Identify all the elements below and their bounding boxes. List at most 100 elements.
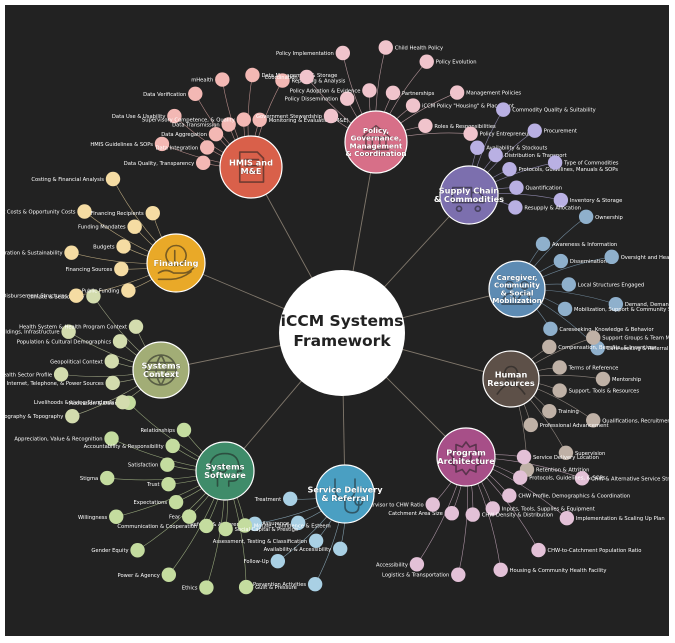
leaf-node: Morale, Confidence & Esteem [237,518,331,533]
hub-label-context: Systems [142,361,181,371]
leaf-label: Availability & Accessibility [264,547,332,553]
leaf-node: Mentorship [595,371,642,387]
leaf-dot [574,471,590,486]
leaf-dot [112,334,128,349]
leaf-label: Coordination [265,75,298,81]
leaf-label: Out-of-Pocket Costs & Opportunity Costs [5,209,76,215]
leaf-label: Geography & Topography [5,414,63,420]
leaf-dot [362,83,377,98]
leaf-label: Satisfaction [128,463,158,469]
leaf-node: Duration & Sustainability [5,245,79,260]
hub-label-program: Program [446,448,486,458]
leaf-dot [208,126,224,142]
leaf-node: Ethics [182,580,214,595]
leaf-dot [578,209,594,224]
leaf-dot [105,375,120,391]
leaf-dot [485,501,500,516]
leaf-dot [444,506,460,521]
hub-nodes: HMIS andM&EPolicy,Governance,Management&… [132,110,546,524]
leaf-label: Child Health Policy [395,46,443,52]
leaf-node: Geography & Topography [5,408,80,424]
leaf-dot [161,476,176,492]
leaf-node: Financing Recipients [91,205,160,221]
leaf-dot [127,219,142,234]
leaf-dot [283,491,298,506]
leaf-dot [385,85,401,101]
hub-label-context: Context [143,369,179,379]
leaf-node: Careseeking, Knowledge & Behavior [543,321,655,337]
leaf-node: Protocols, Guidelines, Manuals & SOPs [502,162,618,177]
leaf-dot [451,567,466,582]
hub-label-supply: & Commodities [434,194,504,204]
leaf-dot [323,108,339,124]
leaf-node: Health Sector Profile [5,367,69,382]
leaf-label: Protocols, Guidelines, Manuals & SOPs [518,167,618,173]
leaf-node: Commodity Quality & Suitability [496,102,596,117]
leaf-label: Financing Sources [65,267,112,273]
leaf-dot [465,507,480,522]
leaf-label: Assessment, Testing & Classification [213,539,307,545]
leaf-node: Communication & Cooperation [117,518,214,534]
leaf-label: Accountability & Responsibility [84,444,164,450]
capitol-building-icon [360,124,392,156]
leaf-node: Supervisor to CHW Ratio [360,497,440,512]
leaf-label: Policy Adoption & Evidence [290,88,361,94]
leaf-label: Professional Advancement [540,423,609,429]
center-title-line1: iCCM Systems [281,312,404,330]
leaf-label: Mentorship [612,377,642,383]
leaf-dot [275,73,290,88]
leaf-label: Terms of Reference [568,365,619,371]
leaf-label: Inputs, Tools, Supplies & Equipment [502,506,595,512]
leaf-dot [335,45,351,61]
leaf-label: Policy Implementation [276,51,334,57]
leaf-label: Funding Mandates [78,225,126,231]
leaf-node: Implementation & Scaling Up Plan [559,511,665,526]
leaf-dot [145,205,160,221]
leaf-dot [531,542,546,558]
leaf-label: Local Structures Engaged [578,282,644,288]
leaf-dot [165,438,180,454]
leaf-label: Government Stewardship [256,114,323,120]
leaf-dot [221,117,236,132]
leaf-node: Coordination [265,69,314,85]
hub-label-policy: Policy, [363,126,389,135]
leaf-node: Policy Entrepreneurs [463,126,533,141]
leaf-dot [509,180,524,195]
leaf-dot [128,319,144,334]
stethoscope-icon [334,478,364,514]
leaf-dot [502,162,517,177]
leaf-dot [299,69,314,85]
leaf-dot [181,509,197,524]
leaf-node: CHW Profile, Demographics & Coordination [502,488,630,503]
leaf-label: Mobilization, Support & Community Sensit… [574,307,669,313]
leaf-label: mHealth [191,78,213,84]
leaf-node: Compensation, Benefits, & Incentives [542,339,656,355]
hub-service: Service Delivery& Referral [307,464,384,524]
leaf-label: Policy Evolution [436,60,477,66]
leaf-node: Demand, Demand, buy-in & Acceptability, … [608,297,669,312]
leaf-dot [77,204,92,219]
leaf-dot [218,521,233,537]
leaf-label: Prevention Activities [253,582,306,588]
leaf-label: Type of Commodities [563,161,619,167]
leaf-node: CHW & Alternative Service Structures [574,471,669,486]
leaf-dot [470,140,485,155]
leaf-node: Awareness & Information [535,236,617,252]
leaf-dot [559,511,575,526]
leaf-node: Data Quality, Transparency [124,155,211,171]
hub-circle [344,110,408,174]
leaf-dot [176,422,192,438]
leaf-dot [115,394,130,410]
hub-label-supply: Supply Chain [439,186,500,196]
leaf-node: Public Funding [82,283,136,298]
leaf-label: Public Funding [82,289,120,295]
leaf-label: iCCM Policy "Housing" & Placement [422,104,514,110]
leaf-node: Policy Dissemination [285,91,355,106]
hub-label-policy: & Coordination [346,149,407,158]
leaf-dot [168,494,184,510]
hub-label-software: Systems [206,462,245,472]
leaf-label: Roads, Buildings, Infrastructure [5,330,60,336]
